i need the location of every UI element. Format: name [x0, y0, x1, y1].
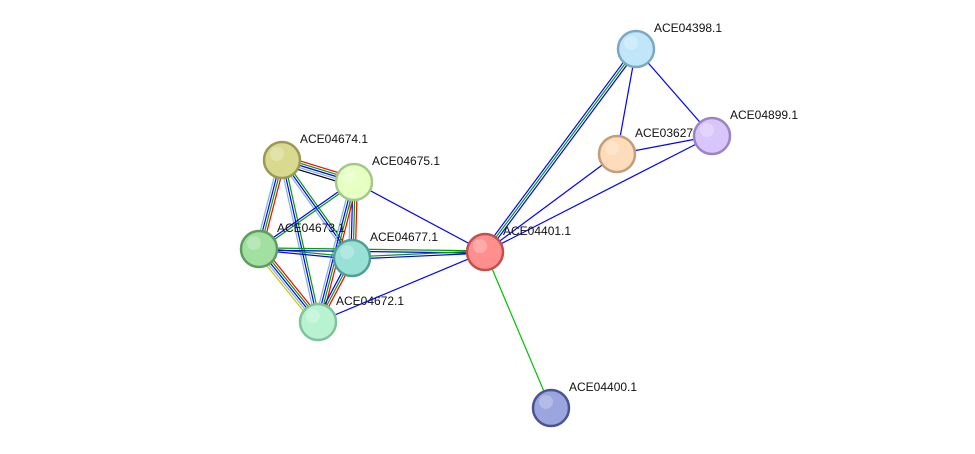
edge-evidence-line: [283, 159, 321, 322]
edge-evidence-line: [486, 49, 639, 254]
edge-evidence-line: [484, 48, 637, 253]
edge-ace04674-1-ace04672-1: [279, 159, 321, 323]
node-circle[interactable]: [262, 140, 302, 180]
node-highlight: [306, 309, 320, 323]
node-ace04400-1[interactable]: ACE04400.1: [531, 380, 637, 428]
edge-ace04675-1-ace04673-1: [258, 180, 355, 251]
edge-evidence-line: [352, 252, 486, 260]
node-ace04672-1[interactable]: ACE04672.1: [298, 294, 404, 342]
edge-ace04401-1-ace04400-1: [484, 251, 552, 409]
node-circle[interactable]: [239, 229, 279, 269]
edge-ace04401-1-ace04398-1: [482, 47, 639, 254]
node-highlight: [473, 239, 487, 253]
node-highlight: [624, 36, 638, 50]
node-circle[interactable]: [531, 388, 571, 428]
edge-evidence-line: [281, 159, 319, 323]
nodes-layer: ACE04674.1ACE04675.1ACE04673.1ACE04677.1…: [239, 21, 798, 428]
node-label: ACE04400.1: [569, 380, 637, 394]
node-circle[interactable]: [616, 29, 656, 69]
node-ace04677-1[interactable]: ACE04677.1: [332, 230, 438, 278]
node-highlight: [605, 141, 619, 155]
node-circle[interactable]: [597, 134, 637, 174]
edge-ace04672-1-ace04401-1: [317, 251, 486, 323]
node-ace03627[interactable]: ACE03627: [597, 126, 693, 174]
node-label: ACE04899.1: [730, 108, 798, 122]
node-label: ACE04672.1: [336, 294, 404, 308]
node-highlight: [270, 147, 284, 161]
node-ace04401-1[interactable]: ACE04401.1: [465, 224, 571, 272]
node-highlight: [342, 169, 356, 183]
edge-evidence-line: [482, 47, 635, 252]
edge-evidence-line: [351, 250, 485, 258]
node-ace04398-1[interactable]: ACE04398.1: [616, 21, 722, 69]
node-label: ACE04677.1: [370, 230, 438, 244]
edge-evidence-line: [484, 153, 618, 253]
node-circle[interactable]: [692, 116, 732, 156]
edge-ace04401-1-ace04899-1: [484, 135, 713, 253]
node-highlight: [340, 245, 354, 259]
node-ace04674-1[interactable]: ACE04674.1: [262, 132, 368, 180]
node-label: ACE03627: [635, 126, 693, 140]
node-ace04675-1[interactable]: ACE04675.1: [334, 154, 440, 202]
node-label: ACE04398.1: [654, 21, 722, 35]
node-ace04673-1[interactable]: ACE04673.1: [239, 221, 345, 269]
node-highlight: [247, 236, 261, 250]
node-circle[interactable]: [465, 232, 505, 272]
edge-evidence-line: [353, 181, 486, 253]
edge-ace04675-1-ace04401-1: [353, 181, 486, 253]
edge-ace04677-1-ace04401-1: [351, 250, 486, 260]
node-label: ACE04675.1: [372, 154, 440, 168]
edge-ace04398-1-ace04899-1: [635, 48, 713, 137]
node-highlight: [700, 123, 714, 137]
node-circle[interactable]: [332, 238, 372, 278]
edge-evidence-line: [484, 135, 713, 253]
edge-evidence-line: [258, 180, 354, 249]
edge-evidence-line: [635, 48, 713, 137]
node-label: ACE04401.1: [503, 224, 571, 238]
edge-evidence-line: [259, 182, 355, 251]
edge-evidence-line: [259, 247, 486, 252]
edge-evidence-line: [484, 251, 552, 409]
node-circle[interactable]: [298, 302, 338, 342]
edge-evidence-line: [279, 160, 317, 323]
edge-ace04401-1-ace03627: [484, 153, 618, 253]
edge-evidence-line: [317, 251, 486, 323]
node-ace04899-1[interactable]: ACE04899.1: [692, 108, 798, 156]
node-circle[interactable]: [334, 162, 374, 202]
node-label: ACE04673.1: [277, 221, 345, 235]
node-highlight: [539, 395, 553, 409]
node-label: ACE04674.1: [300, 132, 368, 146]
